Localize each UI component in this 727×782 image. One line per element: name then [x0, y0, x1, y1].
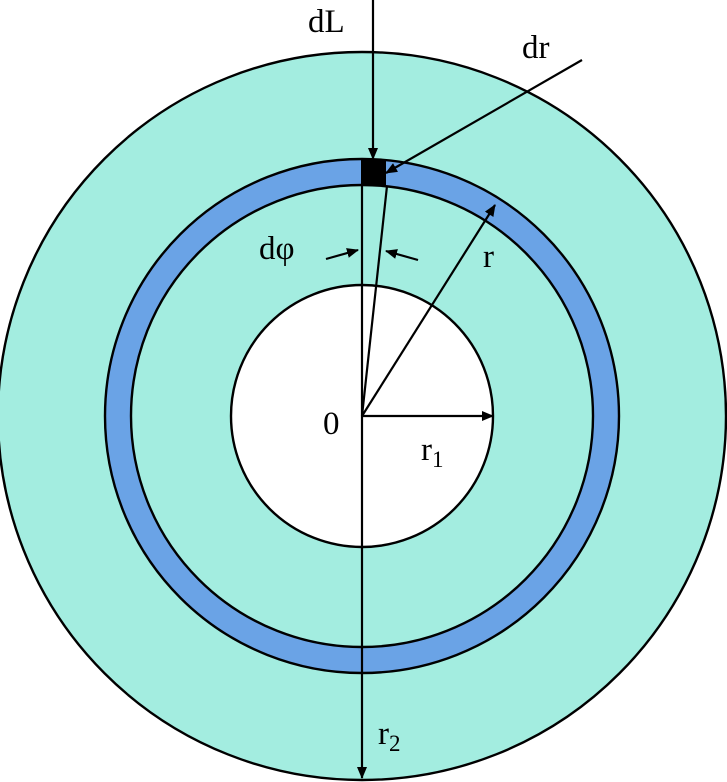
label-r2-sub: 2 — [389, 731, 401, 756]
label-r2: r2 — [378, 716, 401, 756]
label-r2-base: r — [378, 716, 389, 752]
label-r1: r1 — [421, 432, 444, 472]
label-dL: dL — [308, 4, 345, 40]
dphi-ray — [360, 185, 389, 417]
dphi-right-arrow — [385, 249, 419, 262]
label-dr: dr — [522, 30, 550, 66]
label-r1-base: r — [421, 432, 432, 468]
dr-arrow — [385, 59, 583, 174]
label-r: r — [483, 239, 494, 275]
area-element — [361, 159, 386, 186]
r-arrow — [361, 204, 496, 417]
label-dphi: dφ — [259, 231, 295, 267]
dphi-left-arrow — [325, 248, 359, 261]
label-origin: 0 — [323, 406, 340, 442]
label-r1-sub: 1 — [432, 447, 444, 472]
